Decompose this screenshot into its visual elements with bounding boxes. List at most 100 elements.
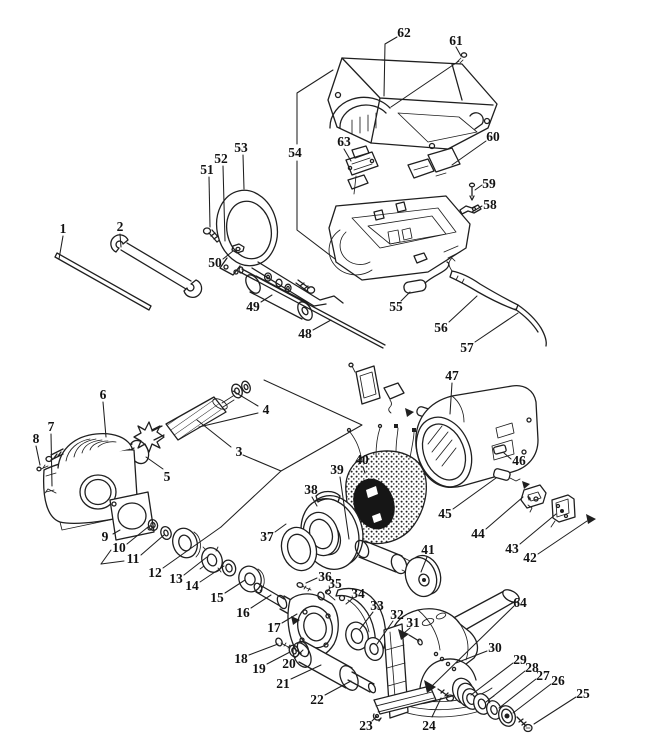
part-label-8: 8 [33, 431, 40, 446]
leader-line-part3 [220, 470, 282, 528]
leader-line-part54 [296, 69, 334, 145]
nut-part50 [231, 243, 245, 254]
arrow-part64 [424, 680, 436, 693]
leader-line-part57 [474, 312, 519, 343]
leader-line-part49 [260, 294, 273, 303]
part-label-63: 63 [337, 134, 351, 149]
part-label-41: 41 [421, 542, 435, 557]
leader-line-part18 [248, 643, 279, 656]
leader-line-part4 [232, 390, 259, 407]
leader-line-part62 [383, 36, 398, 97]
bolt-part51 [202, 227, 222, 243]
part-label-55: 55 [389, 299, 403, 314]
part-label-32: 32 [390, 607, 404, 622]
part-label-46: 46 [512, 453, 526, 468]
part-label-40: 40 [355, 452, 369, 467]
part-label-4: 4 [263, 402, 270, 417]
leader-line-part26 [512, 683, 552, 714]
leader-line-part27 [498, 678, 537, 709]
part-label-6: 6 [100, 387, 107, 402]
leader-line-part48 [312, 319, 332, 331]
part-label-26: 26 [551, 673, 565, 688]
leader-line-part31 [403, 627, 411, 634]
part-label-9: 9 [102, 529, 109, 544]
clamp-part23 [372, 713, 382, 722]
leader-line-part34 [345, 598, 353, 605]
leader-line-part64 [430, 605, 515, 688]
leader-line-part5 [145, 456, 164, 470]
part-label-29: 29 [513, 652, 527, 667]
screw-part36 [296, 582, 312, 592]
leader-line-part20 [294, 649, 304, 659]
leader-line-part22 [324, 680, 352, 696]
part-label-49: 49 [246, 299, 260, 314]
part-label-15: 15 [210, 590, 224, 605]
part-label-3: 3 [236, 444, 243, 459]
leader-line-part61 [455, 46, 462, 57]
leader-line-part63 [343, 148, 352, 162]
part-label-19: 19 [252, 661, 266, 676]
base-housing-part30 [373, 589, 520, 719]
leader-line-part8 [35, 445, 41, 466]
leader-line-part42 [537, 520, 588, 555]
part-label-39: 39 [330, 462, 344, 477]
part-label-23: 23 [359, 718, 373, 733]
ring-part32 [364, 637, 384, 661]
part-label-45: 45 [438, 506, 452, 521]
washer-stack-parts10-15 [147, 518, 265, 593]
cord-guard-part56 [448, 257, 519, 311]
part-label-13: 13 [169, 571, 183, 586]
leader-line-part47 [449, 382, 453, 415]
leader-line-part4 [198, 412, 259, 428]
pin-part31 [398, 629, 423, 646]
part-label-35: 35 [328, 576, 342, 591]
part-label-14: 14 [185, 578, 199, 593]
leader-line-part54 [296, 160, 336, 260]
flange-part17 [287, 593, 339, 660]
leader-line-part10 [126, 526, 149, 545]
part-label-47: 47 [445, 368, 459, 383]
part-label-54: 54 [288, 145, 302, 160]
leader-line-part44 [485, 496, 524, 530]
leader-line-part2 [119, 233, 122, 248]
clip-part58 [459, 204, 482, 215]
screw-part59 [468, 182, 476, 201]
part-label-64: 64 [513, 595, 527, 610]
leader-line-part46 [503, 452, 512, 460]
part-label-44: 44 [471, 526, 485, 541]
part-label-18: 18 [234, 651, 248, 666]
part-label-31: 31 [406, 615, 420, 630]
screw-part18 [275, 637, 291, 649]
part-label-37: 37 [260, 529, 274, 544]
plate-part43 [550, 494, 576, 528]
screw-part24 [437, 688, 455, 702]
leader-line-part53 [242, 154, 245, 190]
part-label-53: 53 [234, 140, 248, 155]
leader-line-part16 [250, 594, 272, 609]
motor-housing-part47 [415, 384, 539, 488]
leader-line-part45 [452, 477, 497, 510]
arm-fasteners [263, 272, 316, 294]
front-roller-parts20-22 [292, 640, 377, 694]
part-label-57: 57 [460, 340, 474, 355]
brush-holder-part44 [520, 484, 547, 513]
leader-line-part11 [100, 560, 125, 565]
part-label-42: 42 [523, 550, 537, 565]
leader-line-part11 [140, 534, 165, 556]
part-label-11: 11 [127, 551, 140, 566]
leader-line-part36 [305, 577, 318, 584]
armature-part3 [119, 395, 235, 456]
part-label-56: 56 [434, 320, 448, 335]
part-label-30: 30 [488, 640, 502, 655]
arrow-part42 [586, 514, 596, 524]
wrench-part2 [110, 234, 203, 298]
leader-line-part55 [400, 291, 411, 302]
leader-line-part40 [362, 466, 366, 474]
part-label-36: 36 [318, 569, 332, 584]
rings-part37 [280, 511, 340, 572]
part-label-28: 28 [525, 660, 539, 675]
cord-part57 [514, 304, 547, 347]
tool-rod-part1 [54, 252, 152, 311]
